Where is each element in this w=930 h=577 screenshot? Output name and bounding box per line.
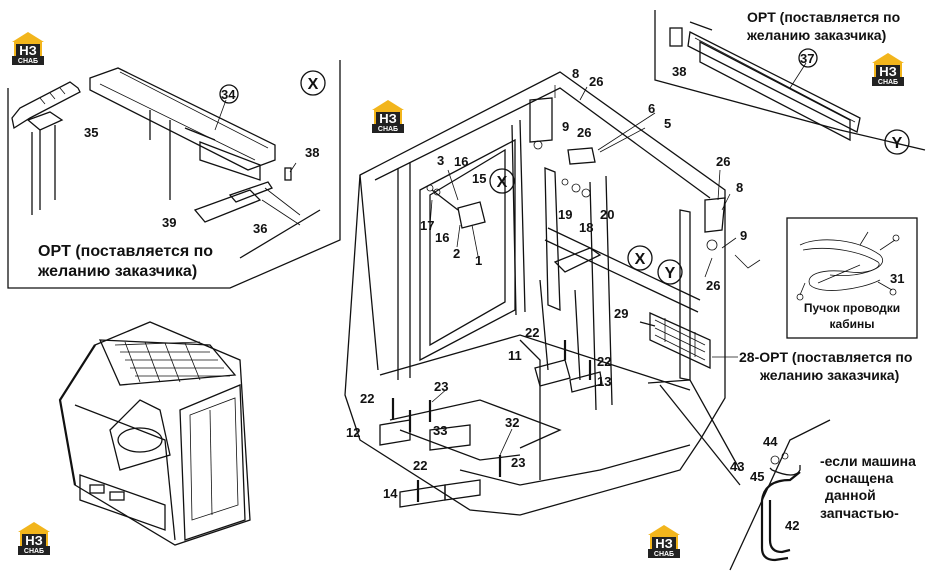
callout-22-b: 22: [597, 354, 611, 369]
callout-39: 39: [162, 215, 176, 230]
callout-14: 14: [383, 486, 398, 501]
view-y-marker-detail: [884, 129, 910, 155]
brand-logo-5-mark: НЗ: [655, 536, 673, 551]
callout-20: 20: [600, 207, 614, 222]
machine-note-line4: запчастью-: [820, 505, 899, 521]
callout-15: 15: [472, 171, 486, 186]
sun-visor-drawing: [11, 67, 321, 259]
brand-logo-3-mark: НЗ: [879, 64, 897, 79]
brand-logo-5-name: СНАБ: [654, 551, 674, 558]
callout-45: 45: [750, 469, 764, 484]
callout-37: 37: [800, 51, 814, 66]
view-x-marker-detail: [300, 70, 326, 96]
opt-note-top-line2: желанию заказчика): [746, 27, 886, 43]
callout-26-mid: 26: [577, 125, 591, 140]
brand-logo-2: НЗ СНАБ: [372, 100, 404, 133]
machine-note-line1: -если машина: [820, 453, 916, 469]
view-x-label-detail: X: [308, 76, 319, 93]
callout-5: 5: [664, 116, 671, 131]
callout-23-b: 23: [511, 455, 525, 470]
view-y-label-side: Y: [665, 265, 676, 282]
leader-lines: [214, 62, 861, 456]
view-x-label-top: X: [497, 174, 508, 191]
callout-9-top: 9: [562, 119, 569, 134]
harness-caption-line2: кабины: [830, 317, 875, 331]
callout-44: 44: [763, 434, 778, 449]
callout-34-ring: [219, 84, 239, 104]
opt-note-left-line1: OPT (поставляется по: [38, 243, 213, 260]
wiring-harness-box: [786, 217, 918, 339]
callout-38-top: 38: [672, 64, 686, 79]
callout-22-a: 22: [525, 325, 539, 340]
brand-logo-3-name: СНАБ: [878, 79, 898, 86]
callout-26-right: 26: [716, 154, 730, 169]
callout-22-d: 22: [413, 458, 427, 473]
brand-logo-1-mark: НЗ: [19, 43, 37, 58]
grab-handle-drawing: [729, 419, 831, 571]
opt-note-top-line1: OPT (поставляется по: [747, 9, 900, 25]
callout-19: 19: [558, 207, 572, 222]
callout-32: 32: [505, 415, 519, 430]
machine-note-line2: оснащена: [825, 470, 893, 486]
net-pocket: [649, 311, 711, 370]
callout-26-top: 26: [589, 74, 603, 89]
view-y-marker-side: [657, 259, 683, 285]
callout-23-a: 23: [434, 379, 448, 394]
cab-frame-drawing: [344, 71, 761, 516]
callout-38-detail: 38: [305, 145, 319, 160]
brand-logo-2-mark: НЗ: [379, 111, 397, 126]
view-y-label-detail: Y: [892, 135, 903, 152]
callout-12: 12: [346, 425, 360, 440]
callout-13: 13: [597, 374, 611, 389]
opt-note-left-line2: желанию заказчика): [37, 263, 197, 280]
callout-9-right: 9: [740, 228, 747, 243]
notes: OPT (поставляется по желанию заказчика) …: [37, 9, 916, 521]
callout-31: 31: [890, 271, 904, 286]
brand-logo-4: НЗ СНАБ: [18, 522, 50, 555]
callout-42: 42: [785, 518, 799, 533]
detail-panel-y: Y: [654, 10, 926, 155]
callout-3: 3: [437, 153, 444, 168]
callout-8-top: 8: [572, 66, 579, 81]
callout-33: 33: [433, 423, 447, 438]
machine-note-line3: данной: [825, 487, 876, 503]
callout-43: 43: [730, 459, 744, 474]
callout-11: 11: [508, 348, 522, 363]
callout-35: 35: [84, 125, 98, 140]
callout-36: 36: [253, 221, 267, 236]
callout-18: 18: [579, 220, 593, 235]
callout-26-bottom: 26: [706, 278, 720, 293]
brand-logo-4-mark: НЗ: [25, 533, 43, 548]
callout-16-bottom: 16: [435, 230, 449, 245]
callout-17: 17: [420, 218, 434, 233]
opt-note-mid-line2: желанию заказчика): [759, 367, 899, 383]
brand-logo-1-name: СНАБ: [18, 58, 38, 65]
harness-caption-line1: Пучок проводки: [804, 301, 900, 315]
brand-logo-1: НЗ СНАБ: [12, 32, 44, 65]
view-x-label-side: X: [635, 251, 646, 268]
rollup-blind-drawing: [669, 21, 861, 142]
callout-16-top: 16: [454, 154, 468, 169]
view-x-marker-side: [627, 245, 653, 271]
brand-logo-2-name: СНАБ: [378, 126, 398, 133]
callout-2: 2: [453, 246, 460, 261]
callout-37-ring: [798, 48, 818, 68]
callout-1: 1: [475, 253, 482, 268]
cab-overview-drawing: [58, 321, 251, 546]
callout-8-right: 8: [736, 180, 743, 195]
detail-panel-x: X: [7, 60, 341, 289]
callout-22-c: 22: [360, 391, 374, 406]
brand-logo-5: НЗ СНАБ: [648, 525, 680, 558]
brand-logo-4-name: СНАБ: [24, 548, 44, 555]
brand-logo-3: НЗ СНАБ: [872, 53, 904, 86]
callout-6: 6: [648, 101, 655, 116]
callout-numbers: 34 35 38 39 36 38 37 8 26 6 9 5 26 26 8 …: [84, 48, 904, 533]
callout-34: 34: [221, 87, 236, 102]
view-x-marker-top: [489, 168, 515, 194]
opt-note-mid-line1: 28-OPT (поставляется по: [739, 349, 912, 365]
callout-29: 29: [614, 306, 628, 321]
